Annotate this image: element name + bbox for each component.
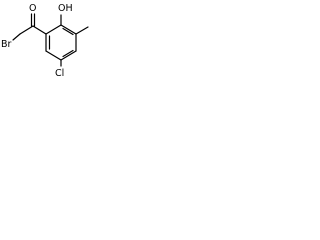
ring-bond-2-3 [60, 24, 77, 35]
ring-double-bond-c [62, 49, 74, 58]
hydroxyl-label: OH [58, 3, 73, 14]
chlorine-label: Cl [55, 68, 64, 79]
bond-carbonyl-ch2 [19, 25, 34, 35]
oxygen-carbonyl-label: O [29, 3, 36, 14]
bond-ring-carbonyl [32, 25, 47, 35]
bond-ch2-br [12, 33, 21, 41]
molecule-structure: O OH Br Cl [1, 3, 89, 79]
ring-double-bond-b [62, 27, 74, 36]
benzene-ring [45, 24, 77, 61]
ring-bond-4-5 [60, 50, 77, 61]
bromine-label: Br [1, 39, 12, 50]
ring-bond-1-2 [45, 24, 62, 35]
bond-methyl [75, 26, 89, 35]
ring-bond-5-6 [45, 50, 62, 61]
